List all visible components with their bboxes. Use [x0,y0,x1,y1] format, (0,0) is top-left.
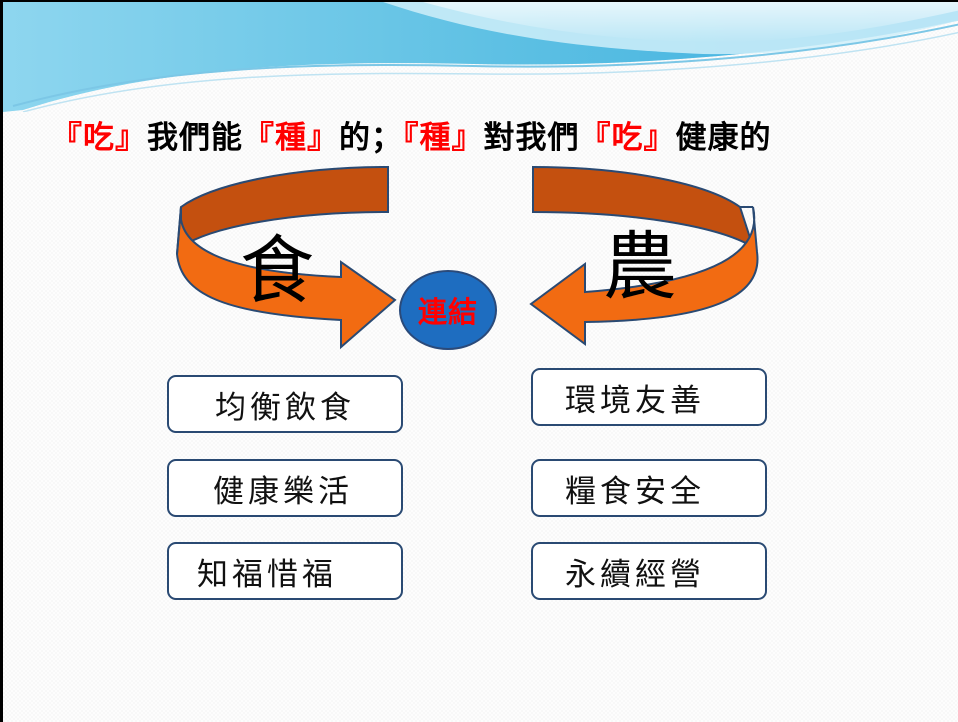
left-item-box: 健康樂活 [167,459,403,517]
subtitle-eat-highlight: 『吃』 [579,120,676,156]
right-item-box: 永續經營 [531,542,767,600]
agriculture-character: 農 [603,224,677,310]
right-item-label: 環境友善 [565,382,705,419]
subtitle-grow-highlight: 『種』 [243,120,339,156]
right-curved-arrow [529,165,759,346]
left-curved-arrow [175,165,397,350]
header-wave-decoration [3,2,958,112]
subtitle-text: 健康的 [675,120,772,156]
left-item-label: 知福惜福 [197,556,337,593]
right-item-box: 環境友善 [531,368,767,426]
right-item-box: 糧食安全 [531,459,767,517]
left-item-label: 均衡飲食 [215,389,355,426]
left-item-box: 知福惜福 [167,542,403,600]
link-circle: 連結 [399,270,497,350]
right-item-label: 糧食安全 [565,473,705,510]
subtitle-eat-highlight: 『吃』 [51,120,147,156]
subtitle-text: 的； [339,120,403,156]
link-label: 連結 [417,295,478,329]
food-character: 食 [240,228,314,314]
subtitle-text: 我們能 [147,120,243,156]
slide-subtitle: 『吃』我們能『種』的；『種』對我們『吃』健康的 [51,112,951,157]
left-item-label: 健康樂活 [213,473,353,510]
right-item-label: 永續經營 [565,556,705,593]
left-item-box: 均衡飲食 [167,375,403,433]
subtitle-grow-highlight: 『種』 [403,120,484,156]
subtitle-text: 對我們 [483,120,580,156]
